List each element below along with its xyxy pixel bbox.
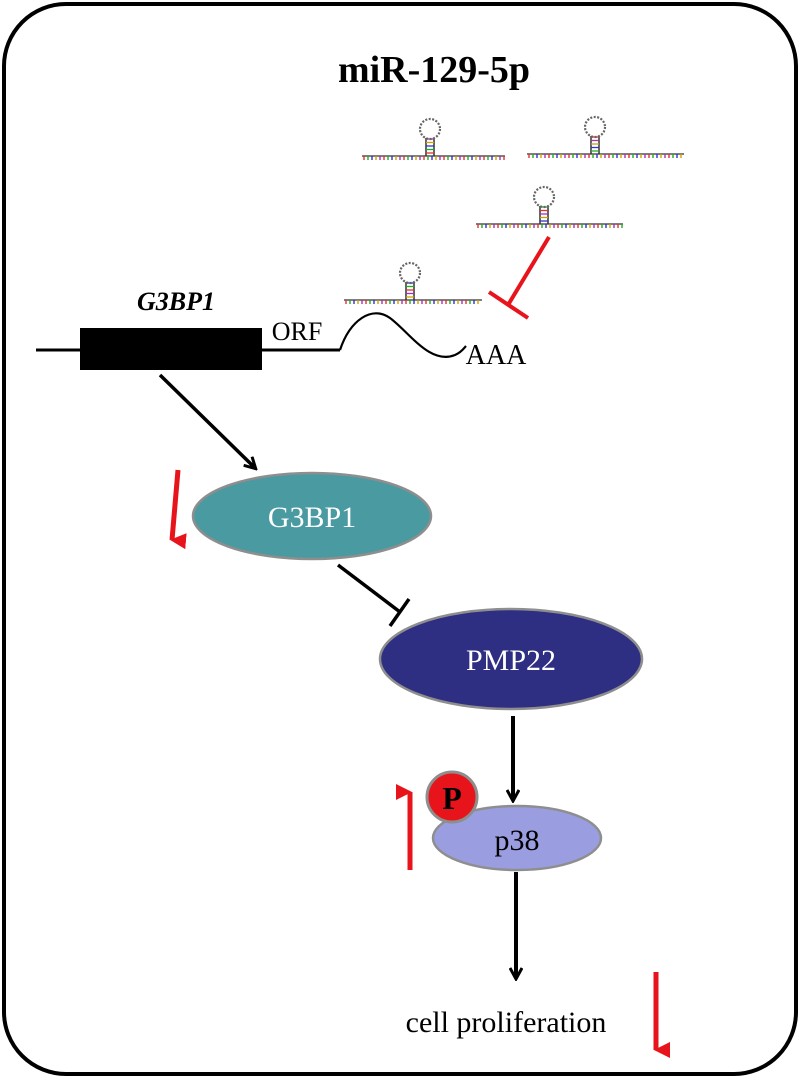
- diagram-title: miR-129-5p: [338, 49, 530, 91]
- mirna-hairpin-icon: [476, 185, 623, 228]
- mirna-hairpin-icon: [362, 117, 505, 160]
- g3bp1-node: [191, 471, 433, 561]
- polya-tail-label: AAA: [466, 340, 527, 371]
- gene-exon-box: [80, 328, 262, 370]
- orf-label: ORF: [272, 317, 323, 346]
- mirna-inhibition-icon: [487, 235, 551, 320]
- expression-arrow: [158, 373, 255, 468]
- gene-label: G3BP1: [137, 287, 215, 316]
- arrow-down-icon: [169, 469, 187, 550]
- g3bp1-inhibits-pmp22: [336, 563, 411, 628]
- g3bp1-gene: [36, 312, 467, 370]
- phosphate-icon: [425, 770, 479, 824]
- mirna-hairpin-group: [344, 115, 684, 304]
- mirna-hairpin-icon: [527, 115, 684, 158]
- p38-node-label: p38: [495, 824, 540, 857]
- g3bp1-node-label: G3BP1: [268, 501, 356, 534]
- pmp22-node-label: PMP22: [466, 644, 556, 677]
- outcome-label: cell proliferation: [406, 1006, 607, 1039]
- phosphate-label: P: [442, 780, 462, 816]
- mirna-hairpin-icon: [344, 261, 482, 304]
- mrna-3utr-wave: [338, 312, 467, 358]
- p38-node: [431, 804, 603, 872]
- pmp22-node: [378, 607, 644, 711]
